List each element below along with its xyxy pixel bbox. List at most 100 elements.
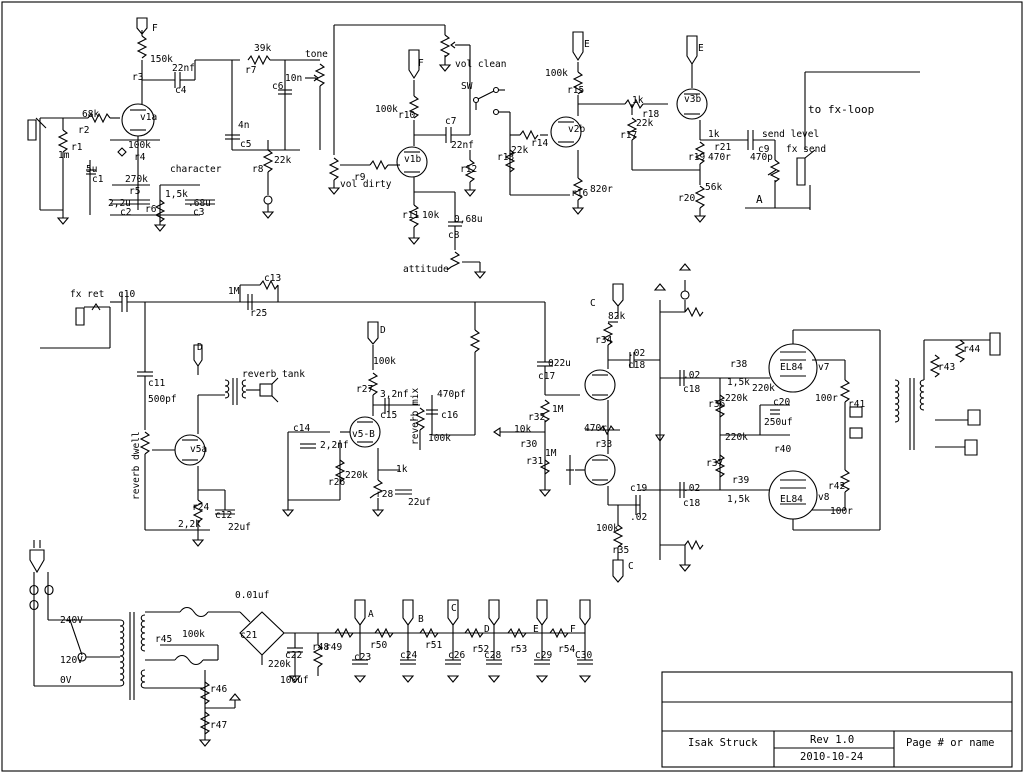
val-c15: 3,2nf <box>380 389 409 400</box>
ref-v7: v7 <box>818 362 829 373</box>
ref-r52: r52 <box>472 644 489 655</box>
ref-r34: r34 <box>595 335 612 346</box>
ref-r26: r26 <box>328 477 345 488</box>
val-r19: 470r <box>708 152 731 163</box>
ref-c18: c18 <box>628 360 645 371</box>
ref-r40: r40 <box>774 444 791 455</box>
ref-r37: r37 <box>706 458 723 469</box>
ref-r38: r38 <box>730 359 747 370</box>
val-r35: 100k <box>596 523 619 534</box>
ref-c26: c26 <box>448 650 465 661</box>
val-r4: 100k <box>128 140 151 151</box>
ref-r35: r35 <box>612 545 629 556</box>
rail-label-ps-c: C <box>451 603 457 614</box>
ref-v8: v8 <box>818 492 830 503</box>
ref-c5: c5 <box>240 139 251 150</box>
label-character: character <box>170 164 222 175</box>
val-mix-pot: 100k <box>428 433 451 444</box>
ref-c29: c29 <box>535 650 552 661</box>
val-r26: 220k <box>345 470 368 481</box>
ref-r28: r28 <box>376 489 393 500</box>
ref-c8: c8 <box>448 230 460 241</box>
tube-label-v2b: v2b <box>568 124 585 135</box>
val-r31: 1M <box>545 448 557 459</box>
val-c1: 5u <box>86 164 97 175</box>
val-c6: 10n <box>285 73 302 84</box>
label-vol-dirty: vol dirty <box>340 179 392 190</box>
rail-label-f: F <box>152 23 158 34</box>
ref-r1: r1 <box>71 142 83 153</box>
val-r6: 1,5k <box>165 189 188 200</box>
val-c22: 220k <box>268 659 291 670</box>
val-c17: 022u <box>548 358 571 369</box>
ref-r20: r20 <box>678 193 695 204</box>
ref-r21: r21 <box>714 142 731 153</box>
val-c18b: .02 <box>683 370 700 381</box>
tube-label-v5-b: v5-B <box>352 429 375 440</box>
val-c14: 2,2nf <box>320 440 349 451</box>
val-r18: 1k <box>632 95 644 106</box>
label-attitude: attitude <box>403 264 449 275</box>
val-c21: 0.01uf <box>235 590 269 601</box>
ref-r50: r50 <box>370 640 387 651</box>
label-0v: 0V <box>60 675 72 686</box>
val-r11: 10k <box>422 210 439 221</box>
ref-r12: r12 <box>460 164 477 175</box>
val-r16: 820r <box>590 184 613 195</box>
ref-r47: r47 <box>210 720 227 731</box>
val-r3: 150k <box>150 54 173 65</box>
ref-r51: r51 <box>425 640 442 651</box>
ref-r33: r33 <box>595 439 612 450</box>
label-sw: SW <box>461 81 473 92</box>
ref-c16: c16 <box>441 410 458 421</box>
ref-c15: c15 <box>380 410 397 421</box>
rail-label-f2: F <box>418 58 424 69</box>
val-r13: 22k <box>511 145 528 156</box>
ref-c2: c2 <box>120 207 131 218</box>
val-r33: 470r <box>584 423 607 434</box>
power-section <box>493 263 1001 583</box>
ref-r14: r14 <box>531 138 548 149</box>
ref-r41: r41 <box>848 399 865 410</box>
ref-c20: c20 <box>773 397 790 408</box>
date-label: 2010-10-24 <box>800 751 863 763</box>
val-r32: 1M <box>552 404 564 415</box>
val-r37: 220k <box>752 383 775 394</box>
ref-r24: r24 <box>192 502 209 513</box>
ref-r8: r8 <box>252 164 264 175</box>
marker-a: A <box>756 193 763 206</box>
rail-label-d2: D <box>380 325 386 336</box>
ref-r36: r36 <box>708 399 725 410</box>
tube-v3b <box>676 88 708 120</box>
val-c19b: .02 <box>683 483 700 494</box>
ref-r7: r7 <box>245 65 256 76</box>
val-c2: 2,2u <box>108 198 131 209</box>
ref-r17: r17 <box>620 130 637 141</box>
revision-label: Rev 1.0 <box>810 734 854 746</box>
val-r30: 10k <box>514 424 531 435</box>
ref-r49: r49 <box>325 642 342 653</box>
ref-r44: r44 <box>963 344 980 355</box>
val-r28: 1k <box>396 464 408 475</box>
ref-r18: r18 <box>642 109 659 120</box>
labels: to fx-loop send level fx send fx ret rev… <box>58 23 980 731</box>
label-vol-clean: vol clean <box>455 59 506 70</box>
rail-f-flag <box>136 17 148 35</box>
tube-v5a-pi <box>584 369 616 401</box>
ref-c1: c1 <box>92 174 104 185</box>
val-r39: 1,5k <box>727 494 750 505</box>
label-120v: 120V <box>60 655 83 666</box>
ref-r13: r13 <box>497 152 514 163</box>
ref-r43: r43 <box>938 362 955 373</box>
rail-label-ps-a: A <box>368 609 374 620</box>
val-r48: 100uf <box>280 675 309 686</box>
tube-label-v8: EL84 <box>780 494 803 505</box>
ref-c19: c19 <box>630 483 647 494</box>
ref-r27: r27 <box>356 384 373 395</box>
rail-label-e2: E <box>698 43 704 54</box>
ref-c6: c6 <box>272 81 284 92</box>
ref-c9: c9 <box>758 144 770 155</box>
ref-c22: c22 <box>285 650 302 661</box>
rail-label-d: D <box>197 342 203 353</box>
